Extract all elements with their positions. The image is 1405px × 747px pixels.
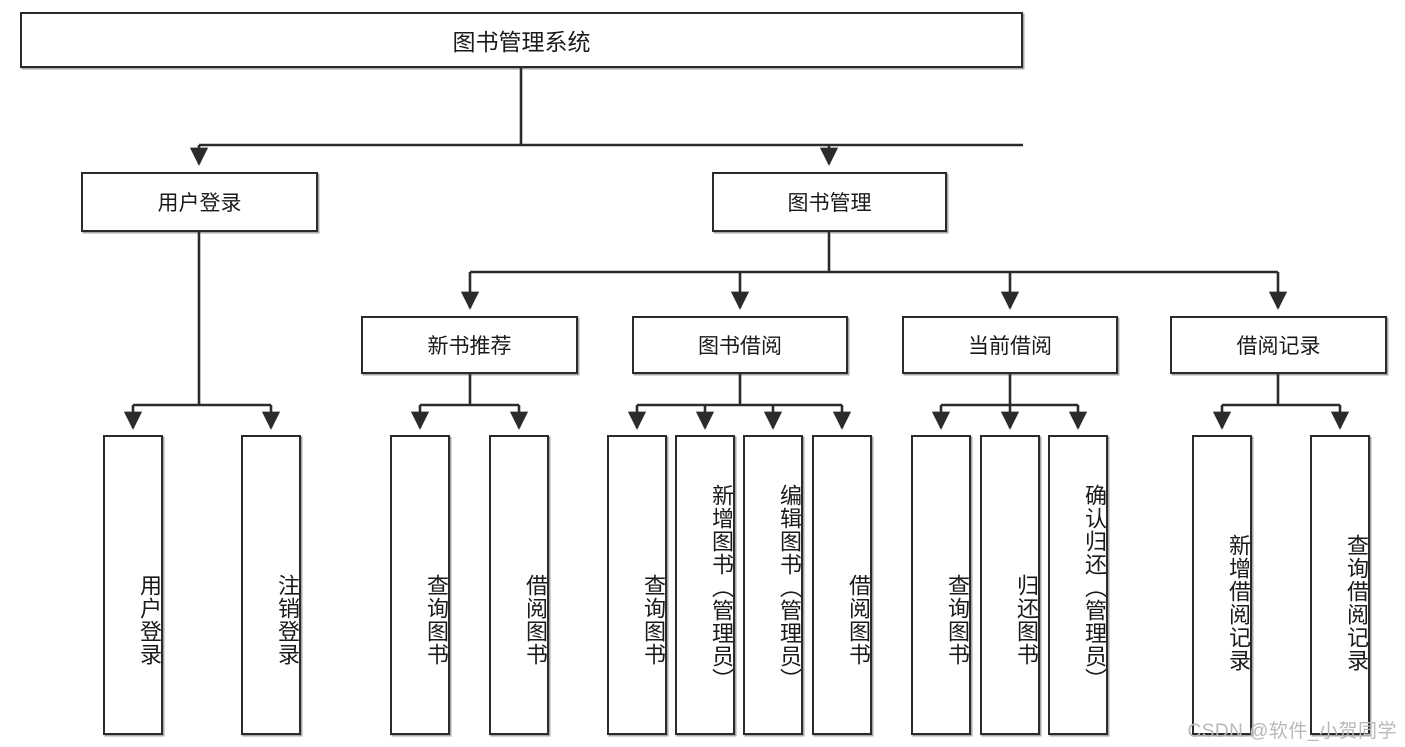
node-current-borrow[interactable]: 当前借阅 <box>902 316 1118 374</box>
leaf-query-book-current-label: 查询图书 <box>945 574 970 666</box>
leaf-query-book-current[interactable]: 查询图书 <box>911 435 971 735</box>
node-borrow-records-label: 借阅记录 <box>1236 335 1321 358</box>
leaf-return-book[interactable]: 归还图书 <box>980 435 1040 735</box>
leaf-user-login-label: 用户登录 <box>137 574 162 666</box>
leaf-edit-book-admin-label: 编辑图书（管理员） <box>777 483 802 691</box>
leaf-borrow-book-recommend-label: 借阅图书 <box>523 574 548 666</box>
node-book-management[interactable]: 图书管理 <box>712 172 947 232</box>
leaf-query-book-borrow[interactable]: 查询图书 <box>607 435 667 735</box>
leaf-confirm-return-admin-label: 确认归还（管理员） <box>1082 483 1107 691</box>
node-new-book-recommend-label: 新书推荐 <box>427 335 512 358</box>
node-root-label: 图书管理系统 <box>452 29 591 55</box>
leaf-add-borrow-record[interactable]: 新增借阅记录 <box>1192 435 1252 735</box>
leaf-query-book-borrow-label: 查询图书 <box>641 574 666 666</box>
watermark-text: CSDN @软件_小贺同学 <box>1187 721 1397 742</box>
node-current-borrow-label: 当前借阅 <box>968 335 1052 358</box>
leaf-confirm-return-admin[interactable]: 确认归还（管理员） <box>1048 435 1108 735</box>
leaf-borrow-book[interactable]: 借阅图书 <box>812 435 872 735</box>
leaf-query-borrow-record[interactable]: 查询借阅记录 <box>1310 435 1370 735</box>
node-book-management-label: 图书管理 <box>787 192 872 215</box>
leaf-add-book-admin[interactable]: 新增图书（管理员） <box>675 435 735 735</box>
leaf-query-borrow-record-label: 查询借阅记录 <box>1344 534 1369 672</box>
node-borrow-records[interactable]: 借阅记录 <box>1170 316 1387 374</box>
node-book-borrow-label: 图书借阅 <box>698 335 782 358</box>
node-user-login[interactable]: 用户登录 <box>81 172 318 232</box>
leaf-edit-book-admin[interactable]: 编辑图书（管理员） <box>743 435 803 735</box>
leaf-return-book-label: 归还图书 <box>1014 574 1039 666</box>
node-user-login-label: 用户登录 <box>157 192 242 215</box>
leaf-borrow-book-recommend[interactable]: 借阅图书 <box>489 435 549 735</box>
node-book-borrow[interactable]: 图书借阅 <box>632 316 848 374</box>
leaf-logout[interactable]: 注销登录 <box>241 435 301 735</box>
leaf-user-login[interactable]: 用户登录 <box>103 435 163 735</box>
node-new-book-recommend[interactable]: 新书推荐 <box>361 316 578 374</box>
leaf-borrow-book-label: 借阅图书 <box>846 574 871 666</box>
leaf-query-book-recommend[interactable]: 查询图书 <box>390 435 450 735</box>
leaf-add-borrow-record-label: 新增借阅记录 <box>1226 534 1251 672</box>
leaf-add-book-admin-label: 新增图书（管理员） <box>709 483 734 691</box>
node-root[interactable]: 图书管理系统 <box>20 12 1023 68</box>
leaf-logout-label: 注销登录 <box>275 574 300 666</box>
leaf-query-book-recommend-label: 查询图书 <box>424 574 449 666</box>
